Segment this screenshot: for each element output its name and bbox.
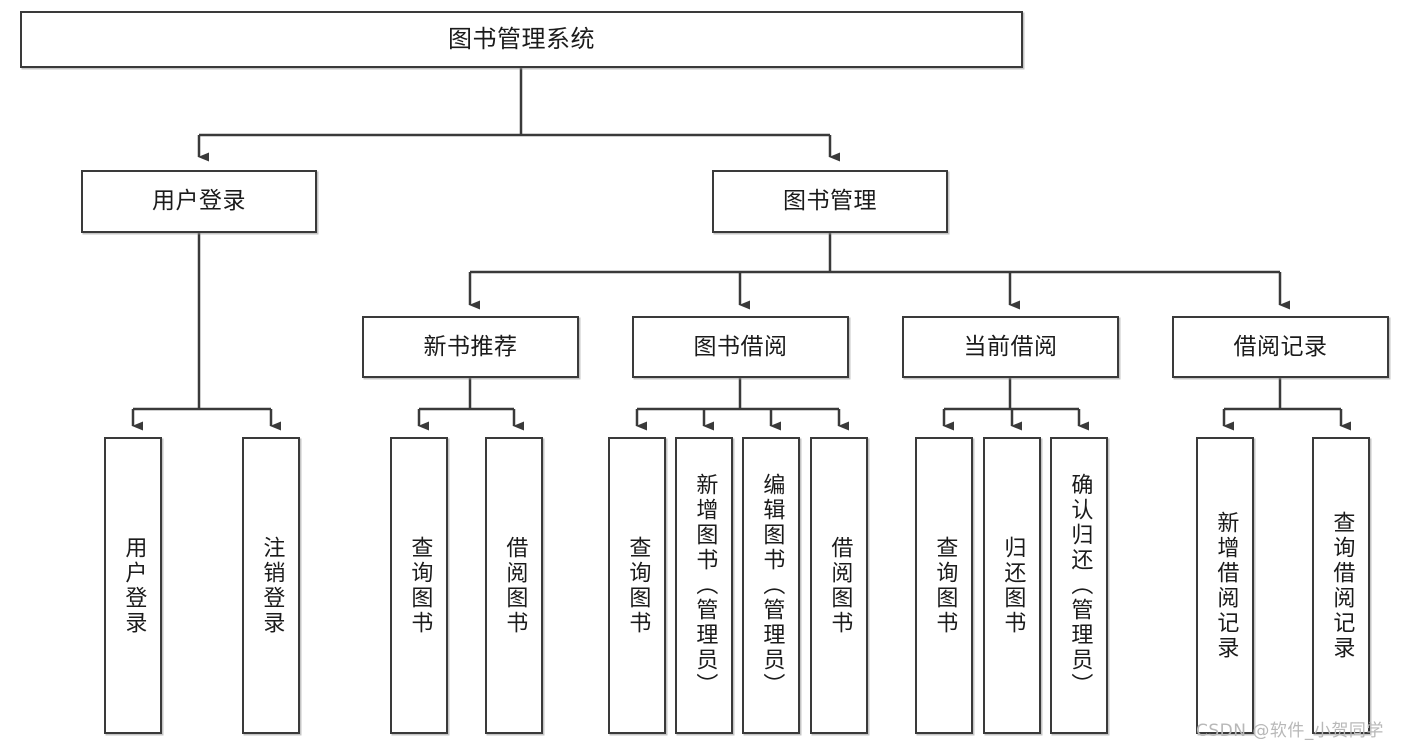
node-label: 当前借阅 (963, 333, 1058, 360)
node-label: 新增借阅记录 (1213, 510, 1239, 661)
leaf-confirm-return-admin[interactable]: 确认归还（管理员） (1050, 437, 1108, 734)
leaf-edit-book-admin[interactable]: 编辑图书（管理员） (742, 437, 800, 734)
node-root-system[interactable]: 图书管理系统 (20, 11, 1023, 68)
node-label: 用户登录 (152, 188, 246, 215)
node-label: 确认归还（管理员） (1067, 473, 1093, 698)
node-book-borrow[interactable]: 图书借阅 (632, 316, 849, 378)
node-label: 用户登录 (121, 535, 147, 636)
node-label: 图书管理系统 (448, 24, 595, 53)
leaf-add-borrow-record[interactable]: 新增借阅记录 (1196, 437, 1254, 734)
leaf-query-borrow-record[interactable]: 查询借阅记录 (1312, 437, 1370, 734)
leaf-query-book-borrow[interactable]: 查询图书 (608, 437, 666, 734)
node-book-management[interactable]: 图书管理 (712, 170, 948, 233)
node-borrow-record[interactable]: 借阅记录 (1172, 316, 1389, 378)
leaf-borrow-book[interactable]: 借阅图书 (810, 437, 868, 734)
node-label: 查询图书 (932, 535, 958, 636)
csdn-watermark: CSDN @软件_小贺同学 (1196, 721, 1384, 741)
leaf-borrow-book-recommend[interactable]: 借阅图书 (485, 437, 543, 734)
node-label: 借阅图书 (827, 535, 853, 636)
node-label: 查询借阅记录 (1329, 510, 1355, 661)
node-label: 新书推荐 (423, 333, 518, 360)
node-label: 借阅图书 (502, 535, 528, 636)
node-user-login[interactable]: 用户登录 (81, 170, 317, 233)
node-label: 新增图书（管理员） (692, 473, 718, 698)
leaf-query-book-current[interactable]: 查询图书 (915, 437, 973, 734)
node-label: 查询图书 (407, 535, 433, 636)
node-new-book-recommend[interactable]: 新书推荐 (362, 316, 579, 378)
node-label: 图书借阅 (693, 333, 788, 360)
node-label: 编辑图书（管理员） (759, 473, 785, 698)
node-label: 查询图书 (625, 535, 651, 636)
node-label: 借阅记录 (1233, 333, 1328, 360)
leaf-logout-login[interactable]: 注销登录 (242, 437, 300, 734)
leaf-query-book-recommend[interactable]: 查询图书 (390, 437, 448, 734)
node-label: 归还图书 (1000, 535, 1026, 636)
node-label: 图书管理 (783, 188, 877, 215)
node-current-borrow[interactable]: 当前借阅 (902, 316, 1119, 378)
leaf-add-book-admin[interactable]: 新增图书（管理员） (675, 437, 733, 734)
leaf-user-login[interactable]: 用户登录 (104, 437, 162, 734)
node-label: 注销登录 (259, 535, 285, 636)
leaf-return-book[interactable]: 归还图书 (983, 437, 1041, 734)
